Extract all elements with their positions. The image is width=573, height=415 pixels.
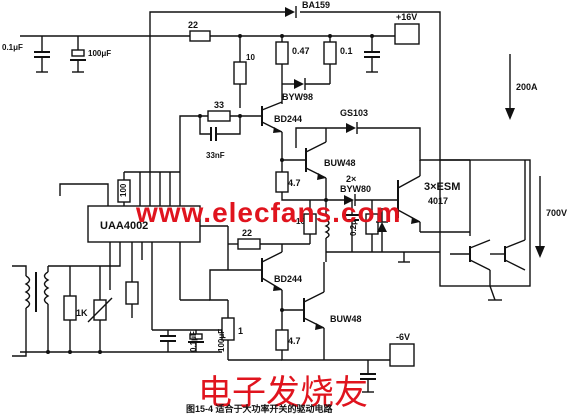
label-r47-bot: 4.7 — [288, 336, 301, 346]
label-bd244-bot: BD244 — [274, 274, 302, 284]
label-byw80-l1: 2× — [346, 174, 356, 184]
resistor-22-top — [189, 30, 211, 42]
diode-gs103 — [295, 122, 440, 161]
label-minus6v: -6V — [396, 332, 410, 342]
resistor-10-top — [233, 36, 247, 108]
terminal-plus16v — [394, 23, 420, 45]
left-filter-caps — [34, 36, 86, 73]
diode-byw80 — [326, 194, 398, 206]
label-gs103: GS103 — [340, 108, 368, 118]
label-r047: 0.47 — [292, 46, 310, 56]
label-c01-left: 0.1μF — [2, 43, 23, 52]
label-c01-bot: 0.1μF — [189, 331, 198, 352]
base-network-33 — [179, 110, 262, 172]
label-buw48-top: BUW48 — [324, 158, 356, 168]
esm-module-box — [439, 159, 531, 287]
label-byw98: BYW98 — [282, 92, 313, 102]
transistor-esm4017 — [397, 159, 531, 301]
resistor-4-7-mid — [275, 171, 328, 202]
figure-caption: 图15-4 适合于大功率开关的驱动电路 — [186, 403, 334, 414]
label-plus16v: +16V — [396, 12, 417, 22]
current-sense-resistors — [275, 36, 380, 104]
label-r100: 100 — [119, 183, 128, 197]
label-r10-top: 10 — [246, 53, 255, 62]
label-700v: 700V — [546, 208, 567, 218]
watermark-site: www.elecfans.com — [135, 197, 402, 228]
ic-uaa4002 — [59, 171, 228, 243]
bottom-caps — [152, 242, 282, 361]
label-c33nf: 33nF — [206, 151, 225, 160]
label-c02: 0.2μ — [349, 220, 358, 236]
label-ba159: BA159 — [302, 0, 330, 10]
snubber-network — [324, 200, 440, 263]
label-r22-top: 22 — [188, 20, 198, 30]
label-c100-left: 100μF — [88, 49, 111, 58]
label-r22-mid: 22 — [242, 228, 252, 238]
label-esm-num: 4017 — [428, 196, 448, 206]
transistor-buw48-top — [280, 128, 327, 200]
label-r1: 1 — [238, 326, 243, 336]
diode-ba159 — [285, 7, 295, 17]
transistor-bd244-bot — [227, 226, 310, 330]
label-bd244-top: BD244 — [274, 114, 302, 124]
label-r47-mid: 4.7 — [288, 178, 301, 188]
arrow-700v — [535, 176, 545, 258]
transistor-bd244-top — [261, 101, 283, 148]
label-r01: 0.1 — [340, 46, 353, 56]
input-network — [12, 242, 222, 357]
arrow-200a — [505, 54, 515, 120]
label-c100-bot: 100μF — [217, 329, 226, 352]
top-rail — [20, 6, 441, 172]
label-buw48-bot: BUW48 — [330, 314, 362, 324]
label-esm: 3×ESM — [424, 181, 460, 193]
label-uaa4002: UAA4002 — [100, 220, 148, 232]
label-byw80-l2: BYW80 — [340, 184, 371, 194]
transistor-buw48-bot — [275, 262, 415, 393]
terminal-minus6v — [389, 343, 415, 367]
label-r33: 33 — [214, 100, 224, 110]
label-r10-mid: 10 — [296, 217, 305, 226]
label-200a: 200A — [516, 82, 538, 92]
diode-byw98 — [282, 78, 330, 90]
resistor-10-mid — [303, 200, 317, 244]
label-r1k: 1K — [76, 308, 88, 318]
watermark-cn: 电子发烧友 — [198, 373, 368, 413]
